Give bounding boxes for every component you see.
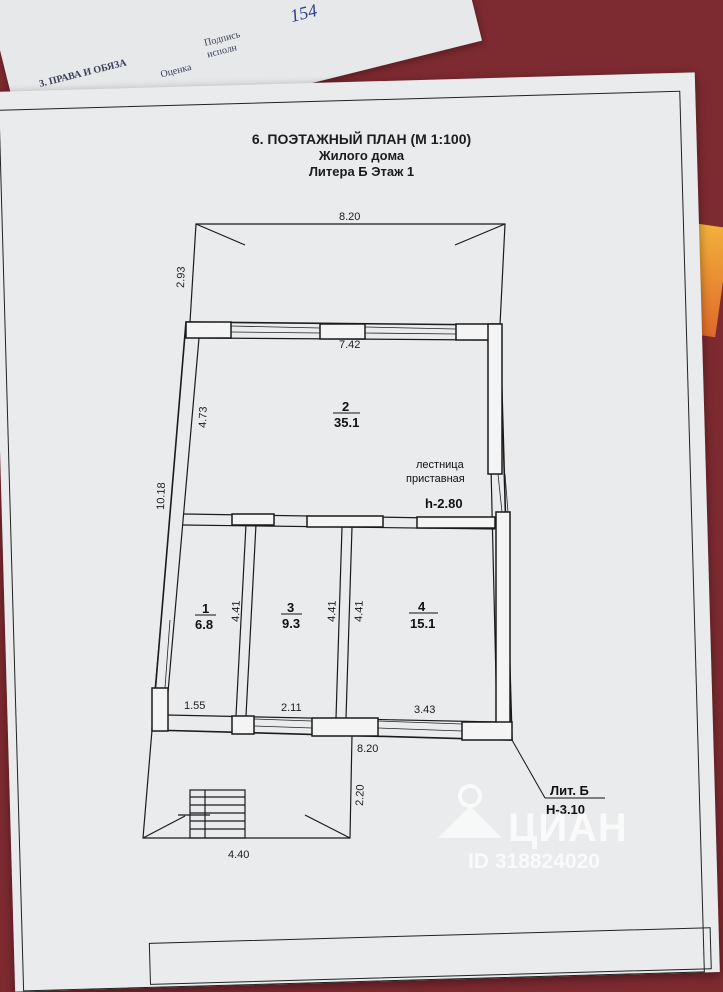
dim-room4-depth: 4.41	[353, 600, 366, 622]
ceiling-height-label: h-2.80	[425, 496, 463, 511]
dim-room1-depth: 4.41	[230, 600, 243, 622]
watermark-brand: ЦИАН	[508, 806, 628, 850]
room-4-number: 4	[418, 599, 426, 614]
dim-left-room-depth: 4.73	[197, 406, 210, 428]
room-2-area: 35.1	[334, 415, 359, 430]
floor-plan-drawing: 8.20 2.93 7.42 4.73 10.18 4.41 4.41 4.41…	[142, 211, 605, 861]
ladder-note-2: приставная	[406, 473, 465, 485]
dim-bottom-width: 8.20	[357, 743, 378, 755]
dim-porch-width: 4.40	[228, 849, 249, 861]
ladder-note: лестница	[416, 459, 465, 471]
lit-height: Н-3.10	[546, 802, 585, 817]
room-2-number: 2	[342, 399, 349, 414]
dim-room4-width: 3.43	[414, 704, 435, 716]
dim-porch-depth: 2.20	[354, 784, 367, 806]
dim-room3-width: 2.11	[281, 702, 302, 714]
plan-title: 6. ПОЭТАЖНЫЙ ПЛАН (М 1:100)	[251, 131, 472, 147]
dim-room1-width: 1.55	[184, 700, 205, 712]
dim-canopy-depth: 2.93	[175, 266, 188, 288]
cian-logo-icon	[438, 784, 502, 838]
room-3-number: 3	[287, 600, 294, 615]
dim-inner-width: 7.42	[339, 339, 360, 351]
room-3-area: 9.3	[282, 616, 300, 631]
watermark-id: ID 318824020	[468, 850, 600, 873]
dim-room3-depth: 4.41	[326, 600, 339, 622]
dim-total-depth: 10.18	[155, 482, 168, 510]
room-1-area: 6.8	[195, 617, 213, 632]
plan-subtitle: Жилого дома	[318, 148, 405, 163]
dim-top-width: 8.20	[339, 211, 360, 223]
room-4-area: 15.1	[410, 616, 435, 631]
lit-label: Лит. Б	[550, 783, 589, 798]
plan-floor-label: Литера Б Этаж 1	[308, 164, 415, 179]
room-1-number: 1	[202, 601, 209, 616]
